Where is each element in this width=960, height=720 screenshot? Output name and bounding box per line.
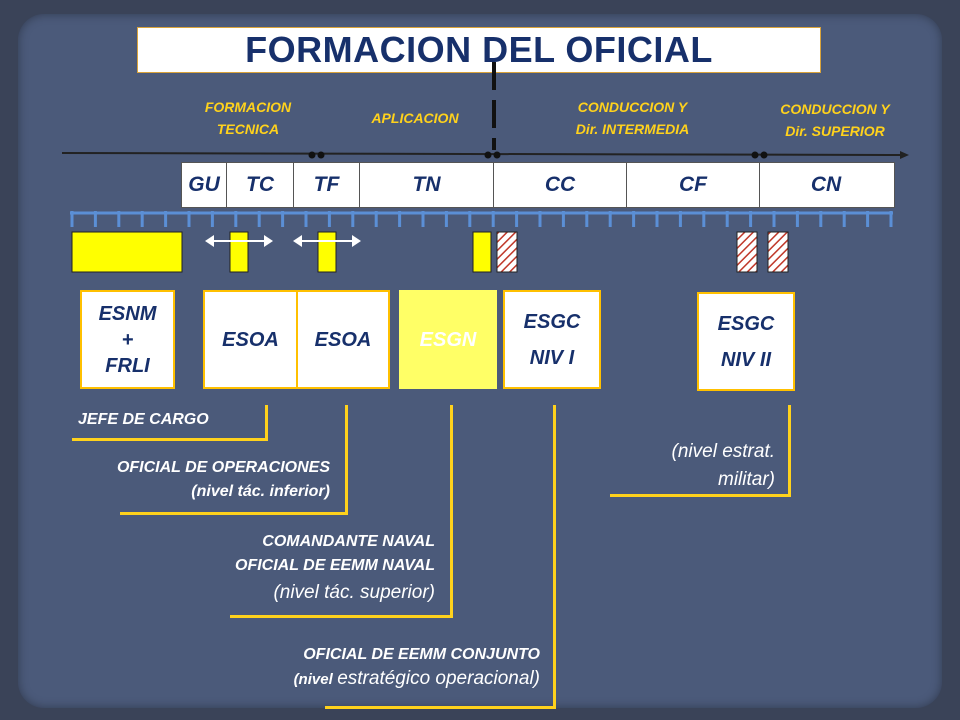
- timeline-dot: [751, 151, 759, 159]
- period-bar-esnm: [71, 231, 183, 273]
- phase-formacion-tecnica-line2: TECNICA: [216, 121, 280, 137]
- period-bar-esoa-1: [229, 231, 249, 273]
- role-comandante-naval-line1: COMANDANTE NAVAL: [262, 533, 435, 550]
- school-esnm-line3: FRLI: [105, 354, 150, 377]
- timeline-dot: [308, 151, 316, 159]
- rank-tc: TC: [227, 163, 294, 207]
- rank-cf: CF: [627, 163, 760, 207]
- role-oficial-operaciones-line1: OFICIAL DE OPERACIONES: [116, 459, 330, 476]
- role-oficial-eemm-naval: OFICIAL DE EEMM NAVAL: [235, 557, 435, 574]
- school-esoa-1-label: ESOA: [222, 328, 279, 351]
- period-bar-esoa-2: [317, 231, 337, 273]
- timeline-dots: [308, 151, 768, 159]
- timeline-dot: [484, 151, 492, 159]
- role-nivel-tac-superior: (nivel tác. superior): [273, 582, 435, 603]
- school-esgc-2-line1: ESGC: [717, 312, 775, 335]
- rank-tn: TN: [360, 163, 494, 207]
- phase-conduccion-superior-line2: Dir. SUPERIOR: [785, 123, 885, 139]
- timeline-dot: [317, 151, 325, 159]
- phase-conduccion-superior-line1: CONDUCCION Y: [780, 101, 890, 117]
- school-esoa-2-label: ESOA: [314, 328, 372, 351]
- period-bar-esgc-1: [496, 231, 518, 273]
- school-esnm-frli: ESNM + FRLI: [80, 290, 175, 389]
- school-esnm-line1: ESNM: [98, 302, 157, 325]
- school-esoa-1: ESOA: [203, 290, 298, 389]
- timeline-dot: [760, 151, 768, 159]
- role-jefe-cargo: JEFE DE CARGO: [78, 411, 209, 428]
- timeline-line: [61, 152, 903, 156]
- rank-cc: CC: [494, 163, 627, 207]
- timeline-dot: [493, 151, 501, 159]
- period-bar-esgc-2b: [767, 231, 789, 273]
- phase-formacion-tecnica-line1: FORMACION: [204, 99, 292, 115]
- period-bar-esgc-2a: [736, 231, 758, 273]
- period-bar-esgn: [472, 231, 492, 273]
- bracket-jefe-cargo: [72, 405, 268, 441]
- timeline-arrowhead: [900, 151, 909, 159]
- double-arrow-esoa-2: [293, 235, 361, 247]
- school-esgc-niv-1: ESGC NIV I: [503, 290, 601, 389]
- role-comandante-naval: COMANDANTE NAVAL OFICIAL DE EEMM NAVAL (…: [140, 530, 435, 608]
- phase-formacion-tecnica: FORMACION TECNICA: [178, 96, 318, 140]
- bracket-oficial-operaciones: [120, 405, 348, 515]
- bracket-nivel-estrat: [610, 405, 791, 497]
- phase-conduccion-superior: CONDUCCION Y Dir. SUPERIOR: [750, 98, 920, 142]
- role-estrategico-operacional: estratégico operacional): [337, 668, 540, 689]
- page-title: FORMACION DEL OFICIAL: [137, 27, 821, 73]
- rank-tf: TF: [294, 163, 360, 207]
- role-eemm-conjunto: OFICIAL DE EEMM CONJUNTO (nivel estratég…: [180, 643, 540, 692]
- school-esgn: ESGN: [399, 290, 497, 389]
- phase-conduccion-intermedia-line2: Dir. INTERMEDIA: [575, 121, 690, 137]
- role-militar: militar): [718, 469, 775, 490]
- role-oficial-operaciones: OFICIAL DE OPERACIONES (nivel tác. infer…: [40, 456, 330, 504]
- role-nivel-estrategico-operacional: (nivel estratégico operacional): [180, 667, 540, 692]
- double-arrow-esoa-1: [205, 235, 273, 247]
- bracket-comandante-naval: [230, 405, 453, 618]
- role-nivel-estrat: (nivel estrat.: [671, 441, 775, 462]
- role-nivel-word: (nivel: [293, 671, 333, 688]
- rank-gu: GU: [182, 163, 227, 207]
- school-esnm-line2: +: [121, 328, 134, 351]
- school-esgn-label: ESGN: [419, 328, 477, 351]
- year-ruler: [70, 211, 893, 227]
- phase-aplicacion: APLICACION: [371, 110, 459, 126]
- school-esgc-1-line1: ESGC: [523, 310, 581, 333]
- role-oficial-eemm-conjunto: OFICIAL DE EEMM CONJUNTO: [303, 646, 540, 663]
- school-esoa-2: ESOA: [296, 290, 390, 389]
- rank-row: GU TC TF TN CC CF CN: [181, 162, 895, 208]
- phase-conduccion-intermedia-line1: CONDUCCION Y: [577, 99, 688, 115]
- phase-conduccion-intermedia: CONDUCCION Y Dir. INTERMEDIA: [545, 96, 720, 140]
- school-esgc-niv-2: ESGC NIV II: [697, 292, 795, 391]
- school-esgc-2-line2: NIV II: [720, 348, 771, 371]
- role-nivel-estrat-militar: (nivel estrat. militar): [620, 437, 775, 493]
- role-nivel-tac-inferior: (nivel tác. inferior): [191, 483, 330, 500]
- rank-cn: CN: [810, 173, 842, 196]
- bracket-eemm-conjunto: [325, 405, 556, 709]
- school-esgc-1-line2: NIV I: [529, 346, 575, 369]
